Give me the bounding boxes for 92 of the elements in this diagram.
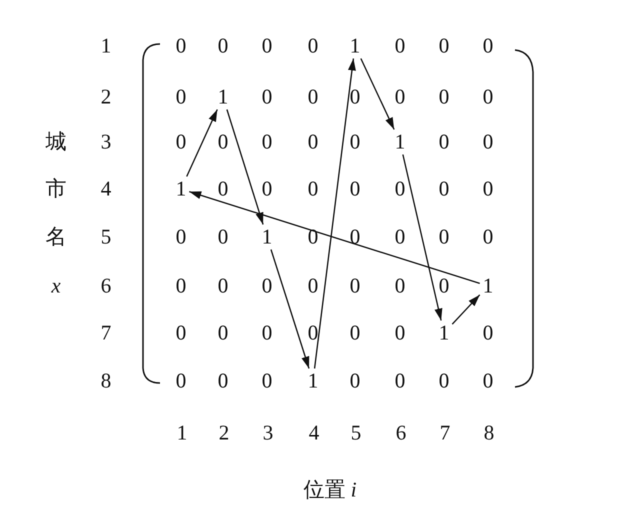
matrix-entry: 0 (438, 178, 450, 200)
matrix-entry: 0 (308, 178, 318, 200)
axis-title-char: 名 (46, 226, 66, 248)
matrix-entry: 0 (218, 370, 228, 392)
matrix-entry: 0 (394, 36, 406, 56)
matrix-entry: 0 (176, 36, 186, 56)
matrix-entry: 0 (176, 226, 186, 248)
matrix-entry: 0 (482, 132, 494, 152)
matrix-entry: 0 (438, 86, 450, 108)
row-number: 6 (100, 276, 112, 296)
matrix-entry: 0 (394, 86, 406, 108)
matrix-entry: 0 (308, 276, 318, 296)
matrix-entry: 0 (262, 36, 272, 56)
matrix-entry: 0 (218, 132, 228, 152)
column-number: 5 (350, 422, 362, 444)
arrow (189, 190, 480, 284)
column-number: 6 (396, 422, 406, 444)
row-number: 7 (100, 322, 112, 344)
matrix-entry: 0 (482, 226, 494, 248)
matrix-entry: 0 (350, 226, 360, 248)
matrix-entry: 0 (262, 276, 272, 296)
matrix-entry: 1 (218, 86, 228, 108)
row-number: 8 (100, 370, 112, 392)
row-number: 1 (100, 36, 112, 56)
matrix-entry: 0 (350, 276, 360, 296)
matrix-entry: 0 (350, 178, 360, 200)
axis-variable: x (51, 276, 61, 296)
matrix-entry: 0 (438, 36, 450, 56)
arrow (452, 294, 480, 325)
matrix-entry: 0 (482, 178, 494, 200)
column-number: 4 (308, 422, 320, 444)
matrix-entry: 0 (350, 370, 360, 392)
matrix-entry: 0 (394, 276, 406, 296)
matrix-entry: 0 (262, 178, 272, 200)
matrix-entry: 0 (262, 370, 272, 392)
matrix-entry: 0 (176, 132, 186, 152)
axis-title: 位置 i (303, 480, 357, 500)
matrix-entry: 0 (482, 36, 494, 56)
row-number: 4 (100, 178, 112, 200)
matrix-entry: 0 (262, 86, 272, 108)
row-number: 2 (100, 86, 112, 108)
matrix-entry: 0 (394, 370, 406, 392)
matrix-entry: 0 (482, 370, 494, 392)
matrix-entry: 0 (308, 322, 318, 344)
matrix-entry: 0 (176, 276, 186, 296)
arrow (314, 58, 356, 369)
matrix-entry: 1 (308, 370, 318, 392)
matrix-entry: 0 (350, 132, 360, 152)
matrix-entry: 0 (394, 178, 406, 200)
matrix-entry: 0 (218, 276, 228, 296)
matrix-entry: 0 (394, 226, 406, 248)
matrix-entry: 0 (350, 86, 360, 108)
matrix-entry: 0 (176, 322, 186, 344)
column-number: 8 (484, 422, 494, 444)
axis-title-char: 城 (46, 132, 66, 152)
matrix-entry: 1 (438, 322, 450, 344)
arrow (270, 249, 310, 369)
matrix-entry: 0 (438, 370, 450, 392)
matrix-entry: 0 (262, 132, 272, 152)
row-number: 5 (100, 226, 112, 248)
matrix-entry: 0 (438, 276, 450, 296)
matrix-entry: 0 (218, 226, 228, 248)
matrix-entry: 0 (308, 36, 318, 56)
row-number: 3 (100, 132, 112, 152)
matrix-entry: 1 (482, 276, 494, 296)
arrow (360, 58, 395, 130)
arrow (226, 109, 264, 225)
matrix-entry: 0 (350, 322, 360, 344)
column-number: 3 (262, 422, 274, 444)
matrix-entry: 1 (394, 132, 406, 152)
matrix-entry: 1 (262, 226, 272, 248)
matrix-entry: 0 (308, 86, 318, 108)
axis-title-char: 市 (46, 178, 66, 200)
matrix-entry: 0 (176, 370, 186, 392)
matrix-entry: 0 (438, 226, 450, 248)
matrix-entry: 0 (308, 132, 318, 152)
column-number: 7 (440, 422, 450, 444)
matrix-entry: 0 (438, 132, 450, 152)
arrow (186, 109, 218, 177)
matrix-entry: 0 (218, 36, 228, 56)
column-number: 2 (218, 422, 230, 444)
matrix-entry: 0 (176, 86, 186, 108)
column-number: 1 (176, 422, 188, 444)
matrix-entry: 0 (482, 322, 494, 344)
matrix-entry: 0 (218, 322, 228, 344)
matrix-entry: 0 (218, 178, 228, 200)
matrix-entry: 1 (350, 36, 360, 56)
matrix-entry: 1 (176, 178, 186, 200)
matrix-entry: 0 (262, 322, 272, 344)
matrix-entry: 0 (482, 86, 494, 108)
arrow (402, 154, 442, 321)
matrix-entry: 0 (394, 322, 406, 344)
